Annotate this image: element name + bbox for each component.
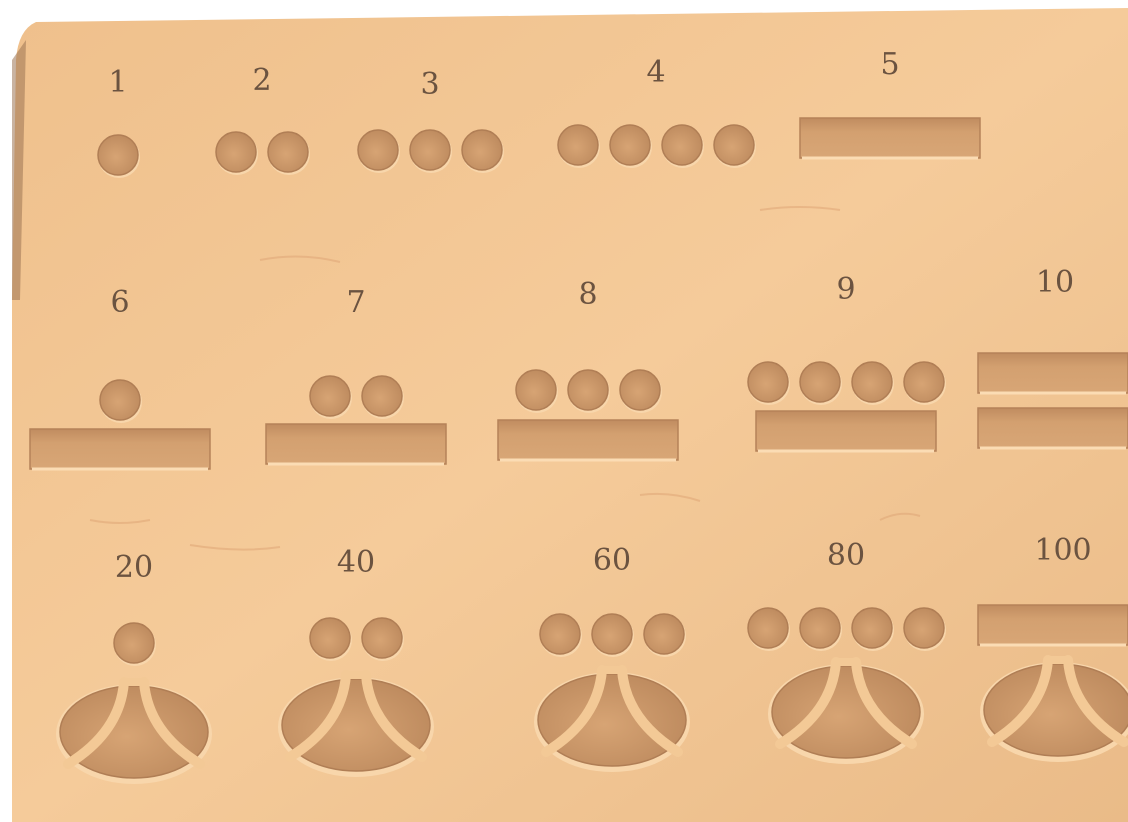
dot-glyph (800, 362, 840, 402)
numeral-label: 10 (1036, 265, 1074, 300)
dot-glyph (852, 608, 892, 648)
dot-glyph (904, 608, 944, 648)
bar-glyph (978, 353, 1128, 393)
dot-glyph (310, 618, 350, 658)
dot-glyph (748, 608, 788, 648)
shell-body (538, 674, 686, 766)
numeral-label: 9 (836, 272, 855, 307)
bar-glyph (498, 420, 678, 460)
dot-glyph (644, 614, 684, 654)
numeral-label: 3 (420, 67, 439, 102)
dot-glyph (362, 618, 402, 658)
shell-body (282, 679, 430, 771)
numeral-label: 8 (578, 277, 597, 312)
dot-glyph (714, 125, 754, 165)
dot-glyph (358, 130, 398, 170)
numeral-label: 60 (593, 543, 631, 578)
shell-body (60, 686, 208, 778)
dot-glyph (216, 132, 256, 172)
shell-body (772, 666, 920, 758)
bar-glyph (266, 424, 446, 464)
dot-glyph (410, 130, 450, 170)
dot-glyph (592, 614, 632, 654)
numeral-label: 80 (827, 538, 865, 573)
bar-glyph (800, 118, 980, 158)
dot-glyph (114, 623, 154, 663)
numeral-label: 40 (337, 545, 375, 580)
bar-glyph (978, 605, 1128, 645)
numeral-label: 4 (646, 55, 665, 90)
dot-glyph (558, 125, 598, 165)
dot-glyph (662, 125, 702, 165)
numeral-label: 100 (1034, 533, 1091, 568)
dot-glyph (748, 362, 788, 402)
dot-glyph (516, 370, 556, 410)
numeral-label: 5 (880, 47, 899, 82)
numeral-label: 7 (346, 285, 365, 320)
bar-glyph (756, 411, 936, 451)
dot-glyph (800, 608, 840, 648)
dot-glyph (268, 132, 308, 172)
dot-glyph (620, 370, 660, 410)
dot-glyph (310, 376, 350, 416)
dot-glyph (568, 370, 608, 410)
numeral-label: 6 (110, 285, 129, 320)
numeral-label: 1 (108, 65, 127, 100)
numeral-label: 2 (252, 63, 271, 98)
shell-body (984, 664, 1128, 756)
bar-glyph (30, 429, 210, 469)
dot-glyph (610, 125, 650, 165)
dot-glyph (98, 135, 138, 175)
dot-glyph (904, 362, 944, 402)
dot-glyph (100, 380, 140, 420)
numeral-label: 20 (115, 550, 153, 585)
dot-glyph (462, 130, 502, 170)
dot-glyph (852, 362, 892, 402)
bar-glyph (978, 408, 1128, 448)
dot-glyph (540, 614, 580, 654)
dot-glyph (362, 376, 402, 416)
